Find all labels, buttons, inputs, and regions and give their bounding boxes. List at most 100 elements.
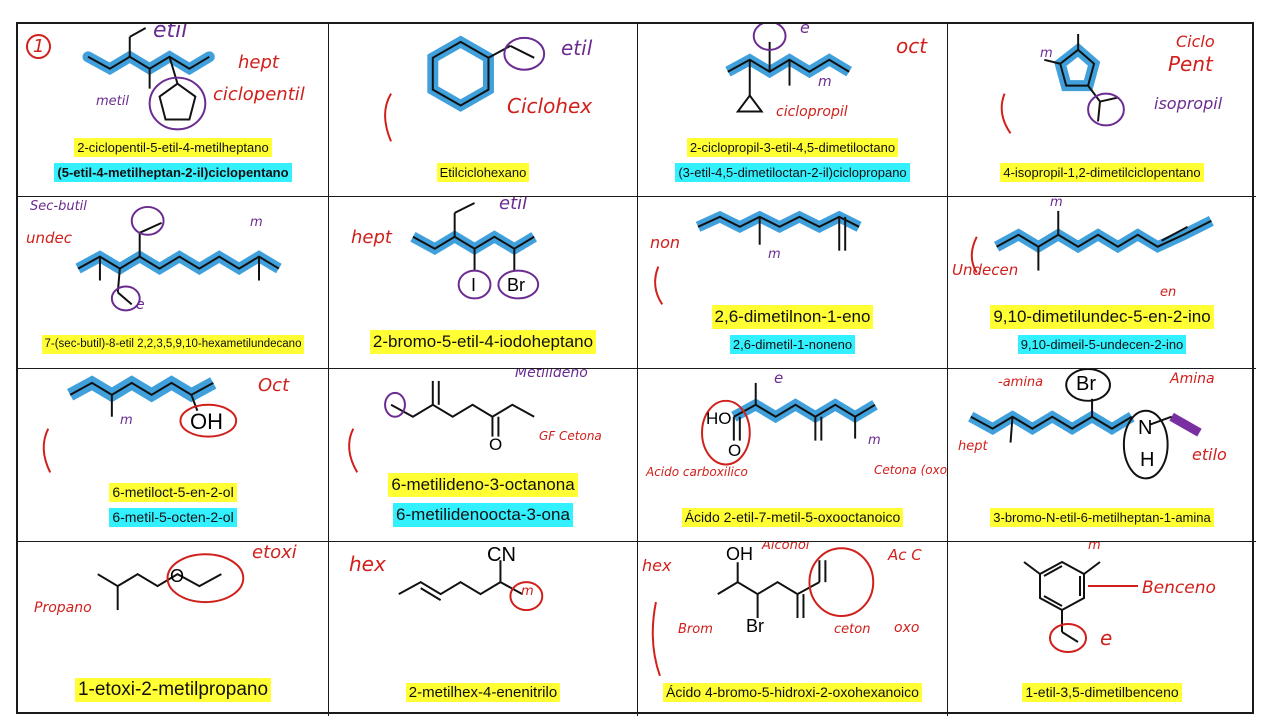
note-isopropil: isopropil [1154, 94, 1223, 113]
alt-name: (3-etil-4,5-dimetiloctan-2-il)ciclopropa… [675, 163, 910, 182]
names-block: Etilciclohexano [329, 163, 637, 182]
structure-ciclopropil-octano [725, 24, 852, 113]
note-pent: Pent [1168, 52, 1213, 76]
alt-name: 9,10-dimeil-5-undecen-2-ino [1017, 335, 1187, 354]
cell-2: etil Ciclohex Etilciclohexano [329, 24, 638, 197]
note-m: m [1050, 197, 1063, 210]
names-block: Ácido 2-etil-7-metil-5-oxooctanoico [638, 508, 947, 527]
note-e: e [1100, 626, 1113, 650]
note-undec: undec [26, 229, 73, 247]
note-brom: Brom [678, 622, 713, 637]
note-ciclopentil: ciclopentil [213, 84, 305, 105]
carbonyl-oxygen-label: O [489, 435, 503, 454]
structure-bromo-amina [968, 369, 1202, 480]
note-metil: metil [96, 94, 129, 109]
nomenclature-grid: etil hept ciclopentil metil 2-ciclopenti… [16, 22, 1256, 716]
cell-6: etil hept I Br 2-bromo-5-etil-4-iodohept… [329, 197, 638, 369]
note-amina: Amina [1170, 371, 1215, 387]
note-hept: hept [238, 52, 279, 73]
hydroxyl-label: OH [190, 409, 223, 434]
names-block: 2-bromo-5-etil-4-iodoheptano [329, 330, 637, 354]
cell-4: Ciclo Pent isopropil m 4-isopropil-1,2-d… [948, 24, 1256, 197]
iupac-name: 2-ciclopentil-5-etil-4-metilheptano [74, 138, 272, 157]
hydrogen-label: H [1140, 449, 1155, 471]
note-alcohol: Alcohol [762, 542, 810, 553]
note-ciclo: Ciclo [1176, 32, 1215, 51]
names-block: 3-bromo-N-etil-6-metilheptan-1-amina [948, 508, 1256, 527]
note-ciclohex: Ciclohex [507, 94, 593, 118]
names-block: 4-isopropil-1,2-dimetilciclopentano [948, 163, 1256, 182]
cell-13: O etoxi Propano 1-etoxi-2-metilpropano [18, 542, 329, 716]
note-sec-butil: Sec-butil [30, 199, 87, 214]
cell-16: Benceno e m 1-etil-3,5-dimetilbenceno [948, 542, 1256, 716]
note-hept: hept [958, 439, 988, 454]
structure-oxooctanoico [701, 382, 878, 466]
structure-metilideno-octanona [348, 380, 535, 473]
cell-14: CN hex m 2-metilhex-4-enenitrilo [329, 542, 638, 716]
note-hept: hept [351, 227, 392, 248]
carboxyl-oxygen-label: O [728, 441, 742, 460]
names-block: Ácido 4-bromo-5-hidroxi-2-oxohexanoico [638, 683, 947, 702]
alt-name: 6-metil-5-octen-2-ol [109, 508, 237, 527]
note-metilideno: Metilideno [515, 369, 588, 381]
note-oxo: oxo [894, 620, 920, 636]
names-block: 1-etil-3,5-dimetilbenceno [948, 683, 1256, 702]
ether-oxygen-label: O [170, 566, 185, 586]
note-m: m [868, 433, 881, 448]
iupac-name: 1-etoxi-2-metilpropano [74, 678, 272, 702]
iupac-name: 2-ciclopropil-3-etil-4,5-dimetiloctano [686, 138, 899, 157]
iupac-name: 6-metiloct-5-en-2-ol [109, 483, 237, 502]
note-m: m [120, 413, 133, 428]
names-block: 2-ciclopropil-3-etil-4,5-dimetiloctano (… [638, 138, 947, 182]
note-propano: Propano [34, 600, 92, 616]
cell-11: HO O Acido carboxilico Cetona (oxo) e m … [638, 369, 948, 542]
note-m: m [818, 74, 832, 90]
nitrogen-label: N [1138, 417, 1153, 439]
note-etil: etil [561, 36, 593, 60]
note-e: e [136, 297, 145, 313]
cell-7: non m 2,6-dimetilnon-1-eno 2,6-dimetil-1… [638, 197, 948, 369]
cell-3: oct ciclopropil e m 2-ciclopropil-3-etil… [638, 24, 948, 197]
structure-metiloctenol [42, 375, 238, 473]
structure-ciclopentano-isopropil [1000, 33, 1125, 134]
note-ac-c: Ac C [888, 546, 922, 564]
note-oct: oct [896, 34, 928, 58]
names-block: 1-etoxi-2-metilpropano [18, 678, 328, 702]
note-en: en [1160, 285, 1177, 300]
structure-2-ciclopentil-heptano [82, 27, 215, 131]
iupac-name: 3-bromo-N-etil-6-metilheptan-1-amina [990, 508, 1214, 527]
note-e: e [800, 24, 810, 37]
cell-10: Metilideno GF Cetona O 6-metilideno-3-oc… [329, 369, 638, 542]
note-m: m [1040, 46, 1053, 61]
cell-8: Undecen en m 9,10-dimetilundec-5-en-2-in… [948, 197, 1256, 369]
cell-5: Sec-butil undec e m 7-(sec-butil)-8-etil… [18, 197, 329, 369]
note-ceton: ceton [834, 622, 871, 637]
note-m: m [250, 215, 263, 230]
structure-etil-dimetilbenceno [1023, 560, 1138, 653]
note-etoxi: etoxi [252, 542, 297, 563]
structure-metilhexenenitrilo [398, 560, 544, 612]
names-block: 6-metiloct-5-en-2-ol 6-metil-5-octen-2-o… [18, 483, 328, 527]
iupac-name: Ácido 4-bromo-5-hidroxi-2-oxohexanoico [663, 683, 922, 702]
structure-undecenino [970, 210, 1214, 274]
iupac-name: 2-bromo-5-etil-4-iodoheptano [369, 330, 597, 354]
iupac-name: 9,10-dimetilundec-5-en-2-ino [990, 305, 1214, 329]
iupac-name: 6-metilideno-3-octanona [388, 473, 578, 497]
alt-name: (5-etil-4-metilheptan-2-il)ciclopentano [54, 163, 292, 182]
cell-12: Br N H -amina Amina etilo hept 3-bromo-N… [948, 369, 1256, 542]
note-non: non [650, 233, 681, 252]
names-block: 7-(sec-butil)-8-etil 2,2,3,5,9,10-hexame… [18, 335, 328, 354]
note-undecen: Undecen [952, 261, 1019, 279]
names-block: 9,10-dimetilundec-5-en-2-ino 9,10-dimeil… [948, 305, 1256, 354]
iodo-label: I [471, 275, 477, 295]
note-etilo: etilo [1192, 445, 1227, 464]
structure-oxohexanoico [651, 547, 875, 677]
note-m: m [521, 584, 534, 599]
cell-15: OH Br hex Alcohol Ac C Brom ceton oxo Ác… [638, 542, 948, 716]
cell-9: Oct OH m 6-metiloct-5-en-2-ol 6-metil-5-… [18, 369, 329, 542]
note-etil: etil [153, 24, 188, 43]
note-cetona-oxo: Cetona (oxo) [874, 463, 948, 477]
note-acido-carboxilico: Acido carboxilico [646, 465, 748, 479]
hydroxyl-label: HO [706, 409, 732, 428]
note-ciclopropil: ciclopropil [776, 104, 848, 120]
